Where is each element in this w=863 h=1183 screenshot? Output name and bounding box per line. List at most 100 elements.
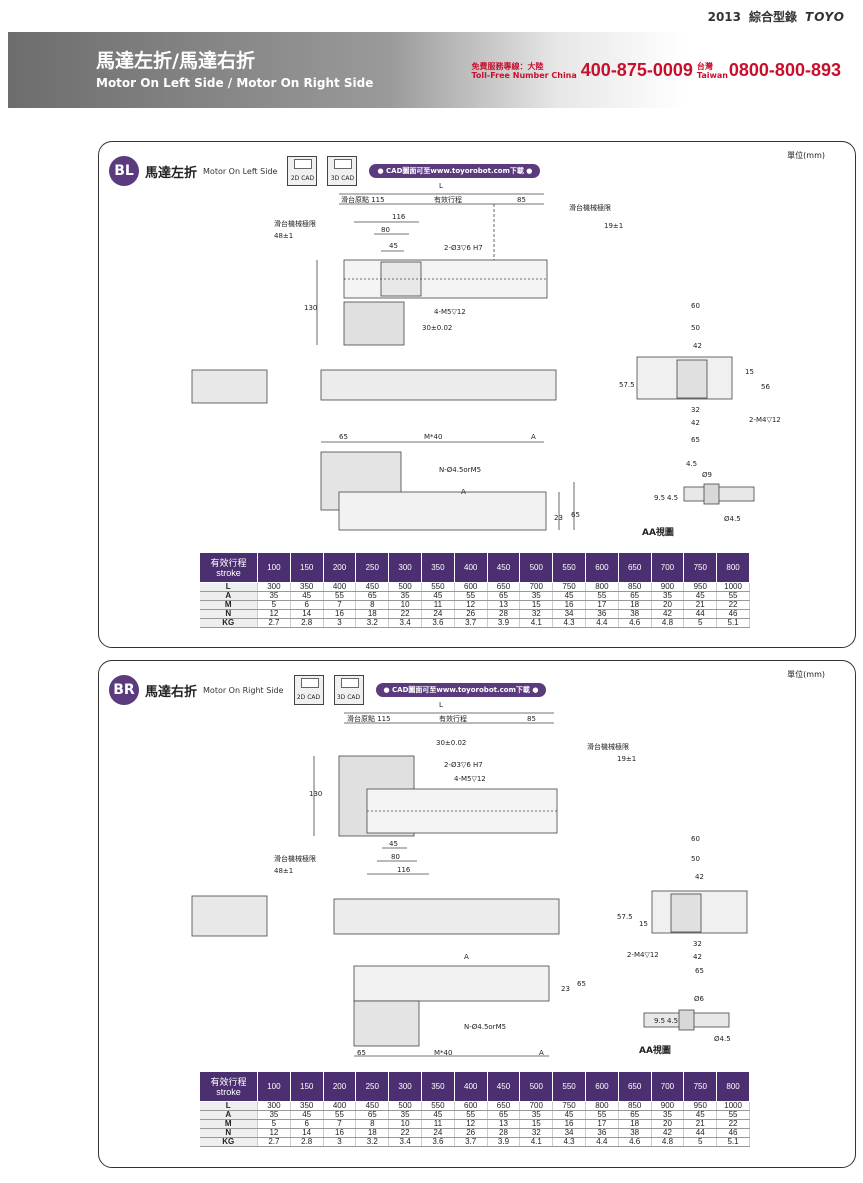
stroke-header: 350	[420, 552, 455, 583]
table-cell: 3	[323, 618, 357, 628]
dim-80: 80	[381, 226, 390, 234]
table-cell: 28	[487, 1128, 521, 1138]
dim-hole: N-Ø4.5orM5	[439, 466, 481, 474]
row-label: A	[199, 1110, 258, 1120]
table-cell: 65	[355, 1110, 390, 1120]
cad-3d-icon[interactable]: 3D CAD	[327, 156, 358, 186]
dim-tap: 4-M5▽12	[454, 775, 486, 783]
stroke-header: 650	[617, 552, 652, 583]
dim-pin: 2-Ø3▽6 H7	[444, 244, 483, 252]
stroke-header: 550	[552, 552, 586, 583]
table-cell: 3.4	[388, 618, 422, 628]
table-cell: 16	[552, 600, 586, 610]
table-cell: 3	[323, 1137, 357, 1147]
table-cell: 13	[487, 1119, 521, 1129]
section-title: 馬達左折	[145, 165, 198, 181]
table-cell: 4.8	[651, 618, 685, 628]
table-cell: 55	[323, 1110, 357, 1120]
table-cell: 10	[388, 1119, 422, 1129]
table-cell: 800	[585, 582, 619, 592]
stroke-header: 300	[388, 552, 422, 583]
table-cell: 450	[355, 1101, 390, 1111]
stroke-header: 250	[355, 552, 390, 583]
dim-pin: 2-Ø3▽6 H7	[444, 761, 483, 769]
cad-2d-icon[interactable]: 2D CAD	[293, 675, 324, 705]
cad-2d-icon[interactable]: 2D CAD	[287, 156, 318, 186]
table-cell: 21	[683, 600, 718, 610]
table-cell: 16	[323, 609, 357, 619]
dim-hole-4-5: Ø4.5	[724, 515, 741, 523]
table-cell: 11	[421, 600, 455, 610]
table-cell: 46	[716, 609, 750, 619]
dim-m40: M*40	[434, 1049, 452, 1057]
row-label: KG	[199, 618, 258, 628]
table-cell: 20	[651, 1119, 685, 1129]
table-cell: 42	[651, 609, 685, 619]
cad-download-link[interactable]: ● CAD圖面可至www.toyorobot.com下載 ●	[375, 683, 547, 697]
table-cell: 18	[618, 600, 652, 610]
table-cell: 500	[388, 1101, 422, 1111]
section-subtitle: Motor On Left Side	[203, 166, 278, 176]
dim-origin: 滑台原點 115	[341, 195, 385, 204]
table-cell: 65	[618, 1110, 652, 1120]
table-cell: 3.7	[454, 1137, 488, 1147]
table-cell: 700	[519, 1101, 554, 1111]
dim-A-mark: A	[464, 953, 469, 961]
table-cell: 11	[421, 1119, 455, 1129]
row-label: N	[199, 609, 258, 619]
dim-60: 60	[691, 302, 700, 310]
table-cell: 35	[651, 591, 685, 601]
table-cell: 300	[257, 1101, 291, 1111]
table-cell: 4.8	[651, 1137, 685, 1147]
table-cell: 55	[716, 1110, 750, 1120]
hotline-china: 400-875-0009	[580, 60, 693, 80]
hotline-tw-label: 台灣 Taiwan	[696, 61, 728, 80]
row-label: N	[199, 1128, 258, 1138]
stroke-header: 550	[552, 1071, 586, 1102]
dim-15: 15	[639, 920, 648, 928]
table-cell: 26	[454, 609, 488, 619]
table-cell: 2.8	[290, 618, 324, 628]
table-cell: 65	[618, 591, 652, 601]
cad-3d-icon[interactable]: 3D CAD	[333, 675, 364, 705]
table-cell: 16	[552, 1119, 586, 1129]
section-title: 馬達右折	[145, 684, 198, 700]
table-cell: 1000	[716, 1101, 750, 1111]
table-cell: 500	[388, 582, 422, 592]
table-cell: 4.6	[618, 1137, 652, 1147]
catalog-name: 綜合型錄	[749, 10, 798, 24]
table-cell: 5.1	[716, 618, 750, 628]
title-banner: 馬達左折/馬達右折 Motor On Left Side / Motor On …	[8, 32, 855, 108]
dim-50: 50	[691, 324, 700, 332]
dim-A-mark: A	[461, 488, 466, 496]
dim-116: 116	[392, 213, 406, 221]
dim-23: 23	[561, 985, 570, 993]
table-cell: 34	[552, 609, 586, 619]
table-cell: 44	[683, 1128, 718, 1138]
table-cell: 17	[585, 600, 619, 610]
table-cell: 34	[552, 1128, 586, 1138]
dim-A: A	[531, 433, 536, 441]
table-cell: 32	[519, 609, 554, 619]
table-cell: 35	[519, 1110, 554, 1120]
table-cell: 18	[355, 609, 390, 619]
table-cell: 2.7	[257, 1137, 291, 1147]
table-cell: 36	[585, 1128, 619, 1138]
cad-download-link[interactable]: ● CAD圖面可至www.toyorobot.com下載 ●	[369, 164, 541, 178]
table-cell: 55	[323, 591, 357, 601]
table-cell: 4.4	[585, 618, 619, 628]
table-cell: 3.7	[454, 618, 488, 628]
dim-56: 56	[761, 383, 770, 391]
table-cell: 8	[355, 600, 390, 610]
table-cell: 65	[487, 591, 521, 601]
table-cell: 45	[290, 1110, 324, 1120]
dim-stroke: 有效行程	[434, 195, 462, 204]
dim-4-5b: 4.5	[667, 494, 678, 502]
aa-view-label: AA視圖	[639, 1044, 671, 1056]
dim-hole: N-Ø4.5orM5	[464, 1023, 506, 1031]
stroke-header: 600	[584, 552, 619, 583]
